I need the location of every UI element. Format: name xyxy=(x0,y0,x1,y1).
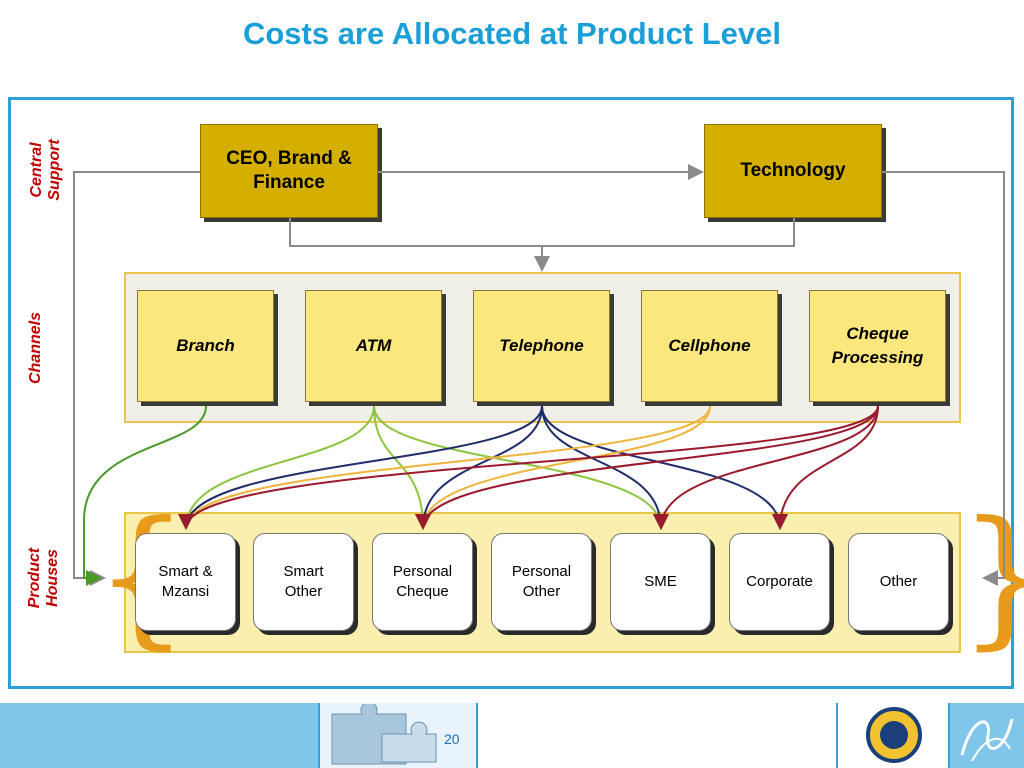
allocation-curve xyxy=(653,405,879,530)
firstrand-seal-icon xyxy=(866,707,922,763)
product-box-other: Other xyxy=(848,533,949,631)
allocation-curves xyxy=(83,405,879,586)
footer-logo-panel xyxy=(836,703,948,768)
channel-box-cheque-processing: Cheque Processing xyxy=(809,290,946,402)
allocation-curve xyxy=(415,405,711,530)
allocation-curve xyxy=(373,405,669,530)
allocation-curve xyxy=(541,405,788,530)
footer-puzzle-panel: 20 xyxy=(318,703,476,768)
product-label: Corporate xyxy=(746,573,813,590)
product-label: Other xyxy=(284,583,323,600)
puzzle-pieces-icon xyxy=(331,704,437,765)
connector-left-side xyxy=(73,171,200,586)
product-label: Smart & xyxy=(158,563,213,580)
diagram-frame xyxy=(8,97,1014,689)
product-label: Other xyxy=(879,573,918,590)
allocation-curve xyxy=(178,405,543,530)
allocation-curve xyxy=(373,405,431,530)
channel-box-cellphone: Cellphone xyxy=(641,290,778,402)
support-label-line: CEO, Brand & xyxy=(226,148,352,169)
product-label: SME xyxy=(644,573,677,590)
product-label: Personal xyxy=(392,563,453,580)
footer-script-panel xyxy=(948,703,1024,768)
support-label-line: Finance xyxy=(253,172,325,193)
footer-blank-panel xyxy=(476,703,836,768)
product-box-personal-cheque: Personal Cheque xyxy=(372,533,473,631)
allocation-curve xyxy=(772,405,879,530)
channel-box-branch: Branch xyxy=(137,290,274,402)
product-label: Personal xyxy=(511,563,572,580)
channel-box-telephone: Telephone xyxy=(473,290,610,402)
product-label: Cheque xyxy=(396,583,449,600)
channel-label: Branch xyxy=(176,336,235,355)
product-label: Smart xyxy=(283,563,324,580)
allocation-curve xyxy=(541,405,669,530)
channel-label: ATM xyxy=(355,336,392,355)
channel-box-atm: ATM xyxy=(305,290,442,402)
allocation-curve xyxy=(415,405,543,530)
product-label: Mzansi xyxy=(161,583,210,600)
allocation-curve xyxy=(83,405,207,586)
channel-label: Cellphone xyxy=(668,336,751,355)
support-box-technology: Technology xyxy=(704,124,882,218)
allocation-curve xyxy=(178,405,879,530)
product-label: Other xyxy=(522,583,561,600)
script-logo-icon xyxy=(960,718,1014,762)
support-label-line: Technology xyxy=(740,160,846,181)
product-box-smart-mzansi: Smart & Mzansi xyxy=(135,533,236,631)
product-box-personal-other: Personal Other xyxy=(491,533,592,631)
product-box-smart-other: Smart Other xyxy=(253,533,354,631)
product-box-corporate: Corporate xyxy=(729,533,830,631)
product-box-sme: SME xyxy=(610,533,711,631)
page-number: 20 xyxy=(444,731,460,747)
allocation-curve xyxy=(415,405,879,530)
channel-label: Cheque xyxy=(846,324,909,343)
connector-tech-right-side xyxy=(882,171,1005,586)
allocation-curve xyxy=(178,405,375,530)
page-title: Costs are Allocated at Product Level xyxy=(242,16,782,51)
connector-support-to-channels xyxy=(289,218,795,270)
support-box-ceo-brand-finance: CEO, Brand & Finance xyxy=(200,124,378,218)
channel-label: Processing xyxy=(831,348,924,367)
allocation-curve xyxy=(178,405,711,530)
channel-label: Telephone xyxy=(499,336,584,355)
